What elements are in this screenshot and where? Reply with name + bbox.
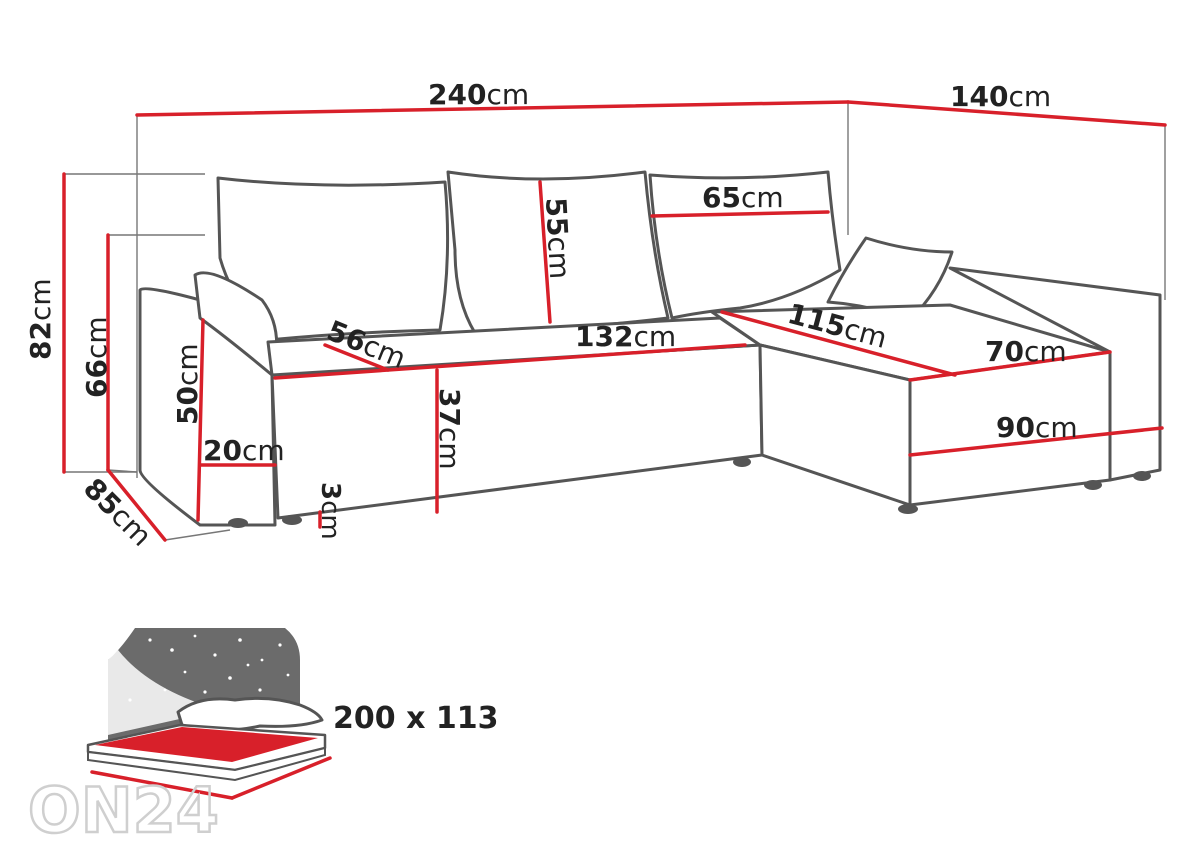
label-cushion-width: 65cm <box>702 181 784 214</box>
back-cushion-middle <box>446 170 670 335</box>
foot <box>733 457 751 467</box>
sofa-body <box>138 170 1162 528</box>
label-seat-height: 37cm <box>433 388 466 470</box>
label-chaise-seat-width: 70cm <box>985 335 1067 368</box>
label-armrest-height: 50cm <box>171 343 204 425</box>
label-cushion-height: 55cm <box>539 197 576 280</box>
measure-lines <box>62 100 1167 542</box>
label-chaise-width: 140cm <box>950 80 1051 113</box>
label-total-height: 82cm <box>24 278 57 360</box>
label-armrest-width: 20cm <box>203 434 285 467</box>
foot <box>1084 480 1102 490</box>
label-back-height: 66cm <box>80 316 113 398</box>
foot <box>898 504 918 514</box>
mattress-icon <box>95 727 318 762</box>
label-leg-height: 3cm <box>315 482 345 540</box>
label-chaise-front-width: 90cm <box>996 411 1078 444</box>
foot <box>282 515 302 525</box>
watermark-logo: ON24 <box>28 774 219 847</box>
guide-lines <box>64 102 1166 541</box>
label-seat-width: 132cm <box>575 320 676 353</box>
bed-size-label: 200 x 113 <box>333 701 498 736</box>
seat-top <box>266 316 762 377</box>
bed-icon: 200 x 113 <box>86 628 498 800</box>
foot <box>1133 471 1151 481</box>
stars-icon <box>128 634 290 702</box>
back-cushion-right <box>648 170 842 320</box>
foot <box>228 518 248 528</box>
label-total-length: 240cm <box>428 78 529 111</box>
